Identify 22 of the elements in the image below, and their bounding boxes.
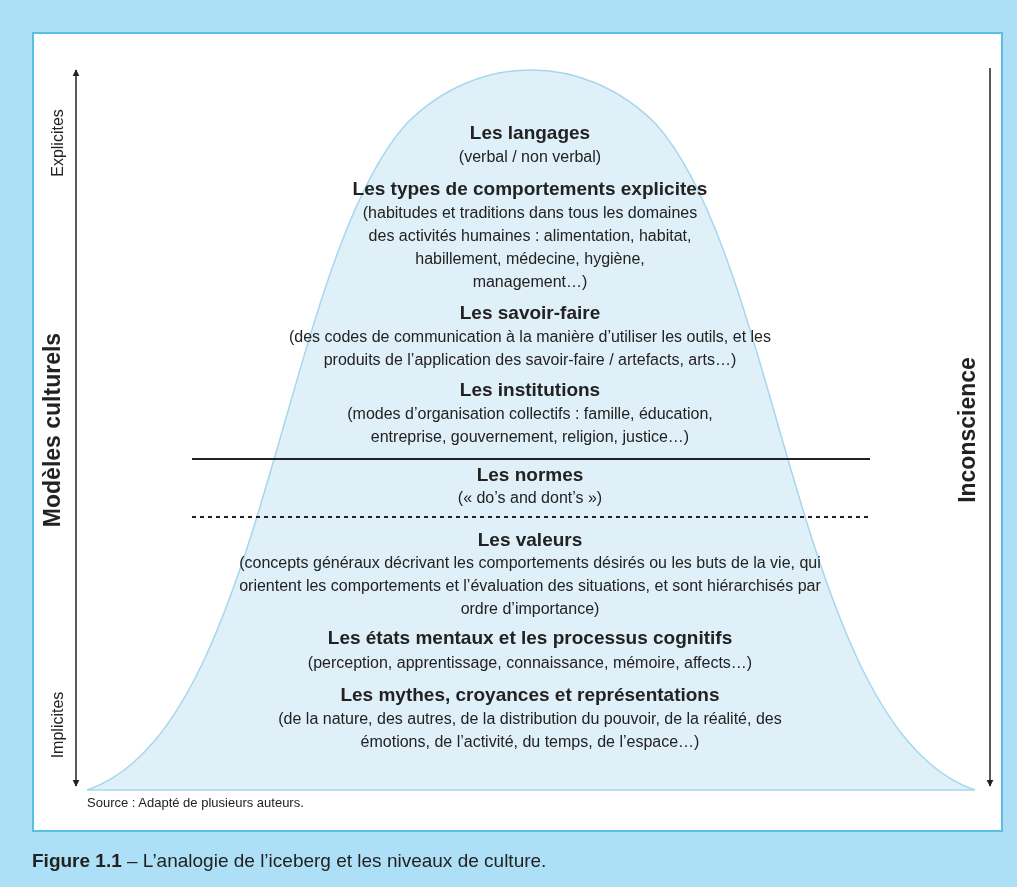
level-description: (des codes de communication à la manière d’utiliser les outils, et les produits de l’application des savoir-faire / artefacts, arts…) [288,327,772,370]
level-heading: Les types de comportements explicites [351,177,709,200]
axis-title: Inconscience [953,357,981,503]
figure-caption: Figure 1.1 – L’analogie de l’iceberg et les niveaux de culture. [32,850,547,872]
source-note: Source : Adapté de plusieurs auteurs. [87,795,304,810]
level-description: (de la nature, des autres, de la distribution du pouvoir, de la réalité, des émotions, de l’activité, du temps, de l’espace…) [277,709,783,752]
level-heading: Les normes [475,463,585,486]
axis-label: Explicites [49,109,67,177]
level-description: (concepts généraux décrivant les comportements désirés ou les buts de la vie, qui orientent les comportements et l’évaluation des situations, et sont hiérarchisés par ordre d’importance) [238,553,822,619]
level-heading: Les mythes, croyances et représentations [339,683,721,706]
level-description: (« do’s and dont’s ») [456,488,604,508]
level-description: (modes d’organisation collectifs : famille, éducation, entreprise, gouvernement, religion, justice…) [346,404,714,447]
level-heading: Les états mentaux et les processus cognitifs [326,626,734,649]
level-description: (perception, apprentissage, connaissance, mémoire, affects…) [306,653,754,673]
level-heading: Les institutions [458,378,602,401]
axis-label: Implicites [49,691,67,759]
level-heading: Les langages [468,121,592,144]
level-heading: Les savoir-faire [458,301,602,324]
level-description: (verbal / non verbal) [457,147,603,167]
axis-title: Modèles culturels [38,332,66,528]
level-heading: Les valeurs [476,528,584,551]
level-description: (habitudes et traditions dans tous les domaines des activités humaines : alimentation, habitat, habillement, médecine, hygiène, management…) [361,203,699,292]
